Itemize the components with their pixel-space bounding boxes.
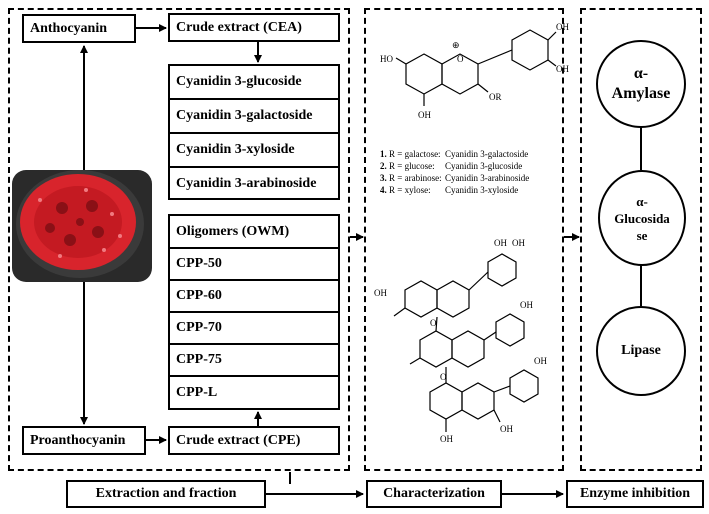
characterization-box: Characterization [366,480,502,508]
extraction-fraction-box: Extraction and fraction [66,480,266,508]
ring-oxygen: O [430,318,437,328]
oh-label: OH [418,110,431,120]
ring-oxygen: O [440,372,447,382]
enzyme-name-cont: se [636,227,648,243]
fraction-label: Cyanidin 3-galactoside [176,108,313,123]
anthocyanin-box: Anthocyanin [22,14,136,43]
anthocyanin-legend: 1. R = galactose:Cyanidin 3-galactoside … [380,148,529,196]
fraction-row: CPP-L [170,377,338,408]
fraction-label: Cyanidin 3-xyloside [176,142,295,157]
legend-item: 3. R = arabinose:Cyanidin 3-arabinoside [380,173,530,183]
extraction-panel [8,8,350,471]
extraction-fraction-label: Extraction and fraction [95,486,237,501]
crude-extract-cpe-box: Crude extract (CPE) [168,426,340,455]
enzyme-name: Glucosida [614,210,670,226]
fraction-label: CPP-L [176,384,218,400]
alpha-amylase-node: α- Amylase [596,40,686,128]
enzyme-name: Lipase [621,343,661,358]
oplus-sign: ⊕ [452,40,460,50]
fraction-row: Cyanidin 3-galactoside [170,100,338,134]
lipase-node: Lipase [596,306,686,396]
characterization-label: Characterization [383,486,485,501]
anthocyanin-fractions: Cyanidin 3-glucoside Cyanidin 3-galactos… [168,64,340,200]
fraction-row: CPP-70 [170,313,338,345]
fraction-label: Cyanidin 3-arabinoside [176,176,317,191]
legend-item: 2. R = glucose:Cyanidin 3-glucoside [380,161,523,171]
oh-label: OH [374,288,387,298]
fraction-row: Cyanidin 3-glucoside [170,66,338,100]
fraction-row: CPP-50 [170,249,338,281]
crude-extract-cea-label: Crude extract (CEA) [176,19,302,35]
proanthocyanin-label: Proanthocyanin [30,432,126,448]
enzyme-inhibition-label: Enzyme inhibition [579,486,691,501]
enzyme-name: Amylase [611,85,671,102]
ring-oxygen: O [457,54,464,64]
crude-extract-cea-box: Crude extract (CEA) [168,13,340,42]
fraction-row: Cyanidin 3-xyloside [170,134,338,168]
enzyme-inhibition-box: Enzyme inhibition [566,480,704,508]
proanthocyanin-box: Proanthocyanin [22,426,146,455]
oh-label: OH [512,238,525,248]
fraction-label: CPP-75 [176,352,222,367]
fraction-row: CPP-75 [170,345,338,377]
proanthocyanin-fractions: Oligomers (OWM) CPP-50 CPP-60 CPP-70 CPP… [168,214,340,410]
fraction-row: CPP-60 [170,281,338,313]
fraction-label: Oligomers (OWM) [176,223,290,239]
oh-label: OH [534,356,547,366]
oh-label: OH [520,300,533,310]
legend-item: 4. R = xylose:Cyanidin 3-xyloside [380,185,519,195]
legend-item: 1. R = galactose:Cyanidin 3-galactoside [380,149,529,159]
fraction-row: Oligomers (OWM) [170,216,338,249]
oh-label: OH [440,434,453,444]
oh-label: OH [500,424,513,434]
fraction-label: CPP-50 [176,256,222,271]
fraction-label: CPP-70 [176,320,222,335]
enzyme-panel [580,8,702,471]
alpha-prefix: α- [633,65,649,82]
characterization-panel [364,8,564,471]
cyanidin-structure [395,29,557,106]
fraction-label: Cyanidin 3-glucoside [176,74,302,89]
proanthocyanidin-structure [393,253,539,432]
fraction-label: CPP-60 [176,288,222,303]
oh-label: OH [556,64,569,74]
ho-label: HO [380,54,393,64]
oh-label: OH [556,22,569,32]
or-label: OR [489,92,502,102]
oh-label: OH [494,238,507,248]
alpha-prefix: α- [636,193,648,209]
crude-extract-cpe-label: Crude extract (CPE) [176,432,301,448]
anthocyanin-label: Anthocyanin [30,20,108,36]
fraction-row: Cyanidin 3-arabinoside [170,168,338,200]
